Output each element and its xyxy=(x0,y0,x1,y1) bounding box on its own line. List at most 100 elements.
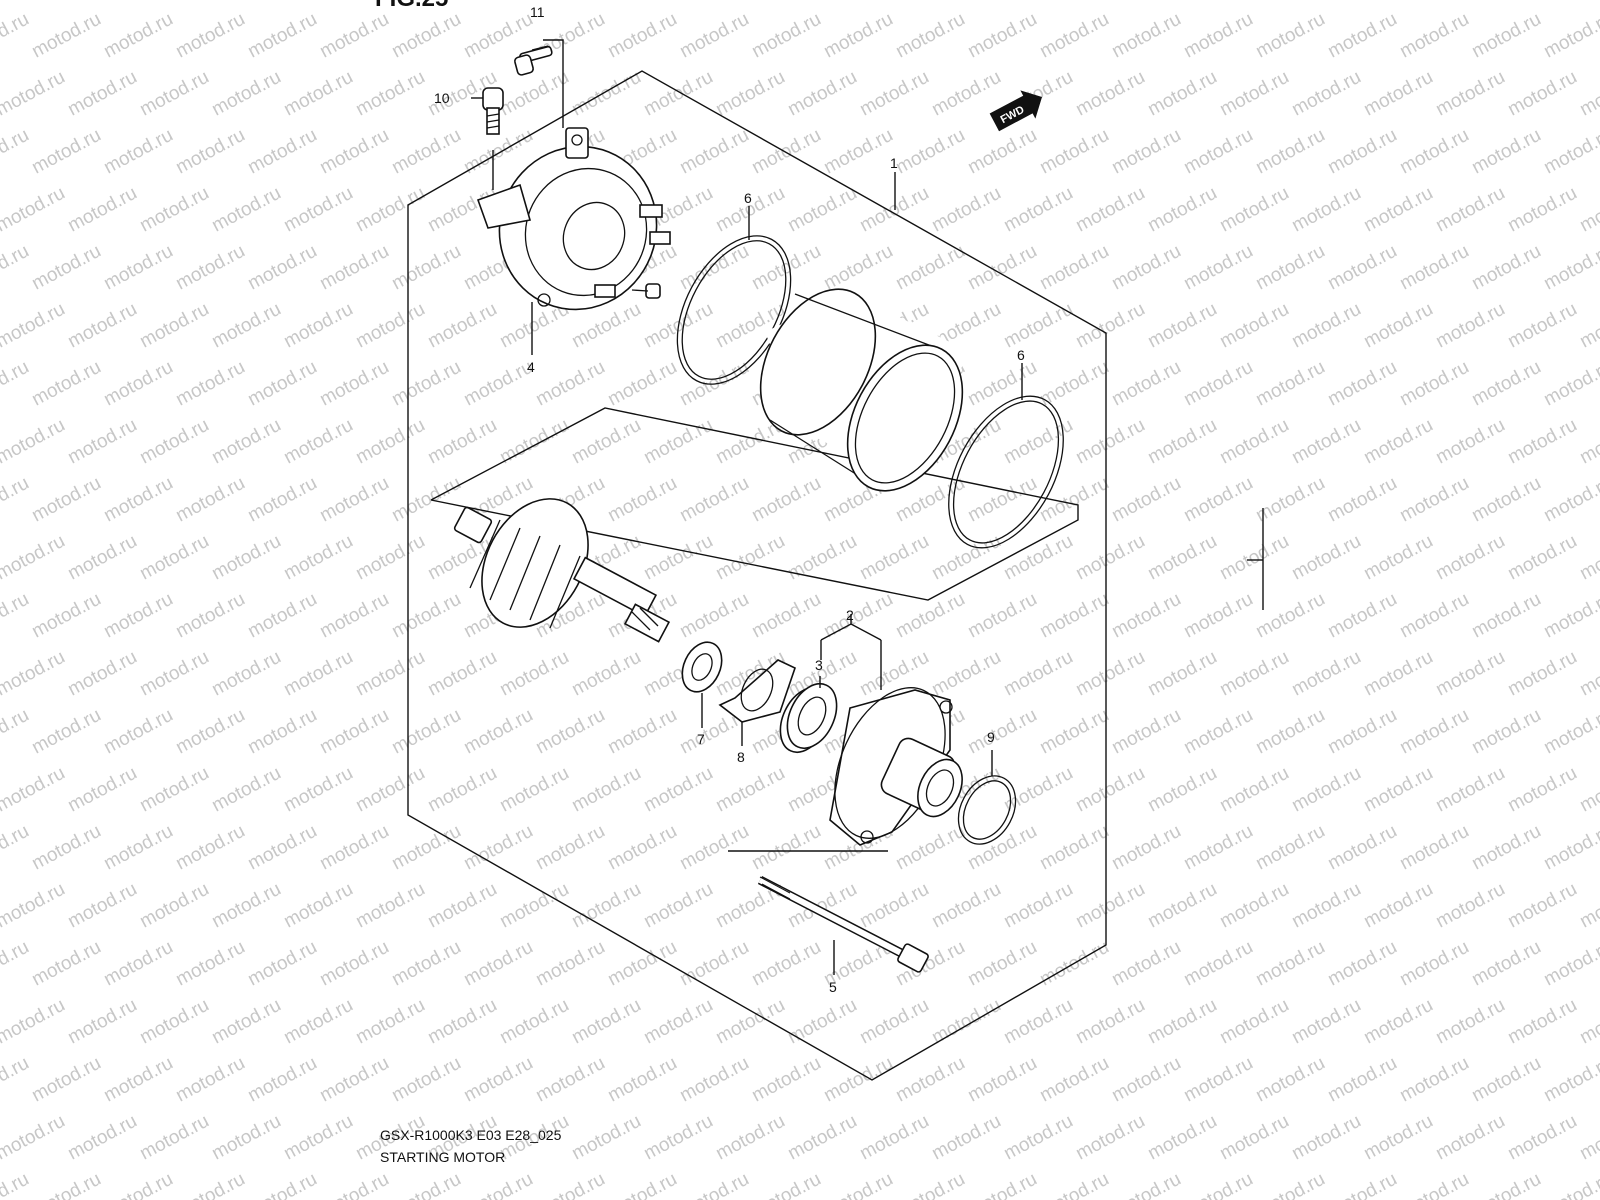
watermark-text: motod.ru xyxy=(388,9,464,63)
watermark-text: motod.ru xyxy=(1252,357,1328,411)
watermark-text: motod.ru xyxy=(496,995,572,1049)
watermark-text: motod.ru xyxy=(676,1169,752,1200)
watermark-text: motod.ru xyxy=(100,357,176,411)
watermark-text: motod.ru xyxy=(748,1053,824,1107)
watermark-text: motod.ru xyxy=(64,1111,140,1165)
watermark-text: motod.ru xyxy=(964,937,1040,991)
watermark-text: motod.ru xyxy=(1576,763,1600,817)
watermark-text: motod.ru xyxy=(316,241,392,295)
watermark-text: motod.ru xyxy=(1252,937,1328,991)
watermark-text: motod.ru xyxy=(1432,531,1508,585)
watermark-text: motod.ru xyxy=(1576,531,1600,585)
watermark-text: motod.ru xyxy=(640,0,716,4)
watermark-text: motod.ru xyxy=(676,821,752,875)
watermark-text: motod.ru xyxy=(64,995,140,1049)
watermark-text: motod.ru xyxy=(856,0,932,4)
callout-7: 7 xyxy=(697,731,705,747)
watermark-text: motod.ru xyxy=(892,1053,968,1107)
watermark-text: motod.ru xyxy=(856,1111,932,1165)
watermark-text: motod.ru xyxy=(1108,473,1184,527)
watermark-text: motod.ru xyxy=(100,1169,176,1200)
watermark-text: motod.ru xyxy=(28,9,104,63)
watermark-text: motod.ru xyxy=(172,125,248,179)
callout-11: 11 xyxy=(530,4,545,20)
watermark-text: motod.ru xyxy=(1432,647,1508,701)
watermark-text: motod.ru xyxy=(172,937,248,991)
watermark-text: motod.ru xyxy=(0,705,33,759)
watermark-text: motod.ru xyxy=(712,531,788,585)
watermark-text: motod.ru xyxy=(1288,995,1364,1049)
watermark-text: motod.ru xyxy=(712,0,788,4)
watermark-text: motod.ru xyxy=(676,125,752,179)
watermark-text: motod.ru xyxy=(892,1169,968,1200)
watermark-text: motod.ru xyxy=(1180,937,1256,991)
watermark-text: motod.ru xyxy=(1252,125,1328,179)
watermark-text: motod.ru xyxy=(208,879,284,933)
watermark-text: motod.ru xyxy=(640,67,716,121)
watermark-text: motod.ru xyxy=(64,67,140,121)
watermark-text: motod.ru xyxy=(1072,299,1148,353)
watermark-text: motod.ru xyxy=(0,531,69,585)
watermark-text: motod.ru xyxy=(496,647,572,701)
watermark-text: motod.ru xyxy=(316,1053,392,1107)
watermark-text: motod.ru xyxy=(568,1111,644,1165)
watermark-text: motod.ru xyxy=(1252,9,1328,63)
watermark-text: motod.ru xyxy=(172,357,248,411)
watermark-text: motod.ru xyxy=(280,0,356,4)
watermark-text: motod.ru xyxy=(136,415,212,469)
watermark-text: motod.ru xyxy=(964,1053,1040,1107)
watermark-text: motod.ru xyxy=(0,647,69,701)
oil-seal-part-3 xyxy=(779,683,838,753)
watermark-text: motod.ru xyxy=(1396,937,1472,991)
watermark-text: motod.ru xyxy=(1072,647,1148,701)
watermark-text: motod.ru xyxy=(100,821,176,875)
watermark-text: motod.ru xyxy=(1036,241,1112,295)
long-bolt-part-5 xyxy=(757,876,929,973)
model-code: GSX-R1000K3 E03 E28_025 xyxy=(380,1127,562,1143)
watermark-text: motod.ru xyxy=(1432,879,1508,933)
watermark-text: motod.ru xyxy=(1288,0,1364,4)
watermark-text: motod.ru xyxy=(64,0,140,4)
watermark-text: motod.ru xyxy=(1144,415,1220,469)
watermark-text: motod.ru xyxy=(1540,821,1600,875)
watermark-text: motod.ru xyxy=(892,589,968,643)
watermark-text: motod.ru xyxy=(1288,647,1364,701)
watermark-text: motod.ru xyxy=(820,1169,896,1200)
watermark-text: motod.ru xyxy=(1576,299,1600,353)
watermark-text: motod.ru xyxy=(1468,9,1544,63)
watermark-text: motod.ru xyxy=(784,1111,860,1165)
watermark-text: motod.ru xyxy=(532,357,608,411)
watermark-text: motod.ru xyxy=(748,937,824,991)
watermark-text: motod.ru xyxy=(640,1111,716,1165)
watermark-text: motod.ru xyxy=(1576,1111,1600,1165)
watermark-text: motod.ru xyxy=(0,9,33,63)
watermark-text: motod.ru xyxy=(676,937,752,991)
watermark-text: motod.ru xyxy=(1540,473,1600,527)
watermark-text: motod.ru xyxy=(280,531,356,585)
watermark-text: motod.ru xyxy=(136,1111,212,1165)
watermark-text: motod.ru xyxy=(136,67,212,121)
watermark-text: motod.ru xyxy=(28,821,104,875)
watermark-text: motod.ru xyxy=(352,67,428,121)
watermark-text: motod.ru xyxy=(0,1169,33,1200)
watermark-text: motod.ru xyxy=(1576,995,1600,1049)
watermark-text: motod.ru xyxy=(352,299,428,353)
watermark-text: motod.ru xyxy=(1360,67,1436,121)
watermark-text: motod.ru xyxy=(1108,1169,1184,1200)
bolt-part-10 xyxy=(482,87,504,135)
watermark-text: motod.ru xyxy=(64,299,140,353)
watermark-text: motod.ru xyxy=(1000,299,1076,353)
watermark-text: motod.ru xyxy=(1180,473,1256,527)
watermark-text: motod.ru xyxy=(892,821,968,875)
watermark-text: motod.ru xyxy=(1396,705,1472,759)
watermark-text: motod.ru xyxy=(1180,241,1256,295)
watermark-text: motod.ru xyxy=(352,415,428,469)
watermark-text: motod.ru xyxy=(676,473,752,527)
watermark-text: motod.ru xyxy=(1324,241,1400,295)
watermark-text: motod.ru xyxy=(208,995,284,1049)
watermark-text: motod.ru xyxy=(964,473,1040,527)
watermark-text: motod.ru xyxy=(208,299,284,353)
watermark-text: motod.ru xyxy=(244,9,320,63)
watermark-text: motod.ru xyxy=(136,647,212,701)
watermark-text: motod.ru xyxy=(1180,9,1256,63)
